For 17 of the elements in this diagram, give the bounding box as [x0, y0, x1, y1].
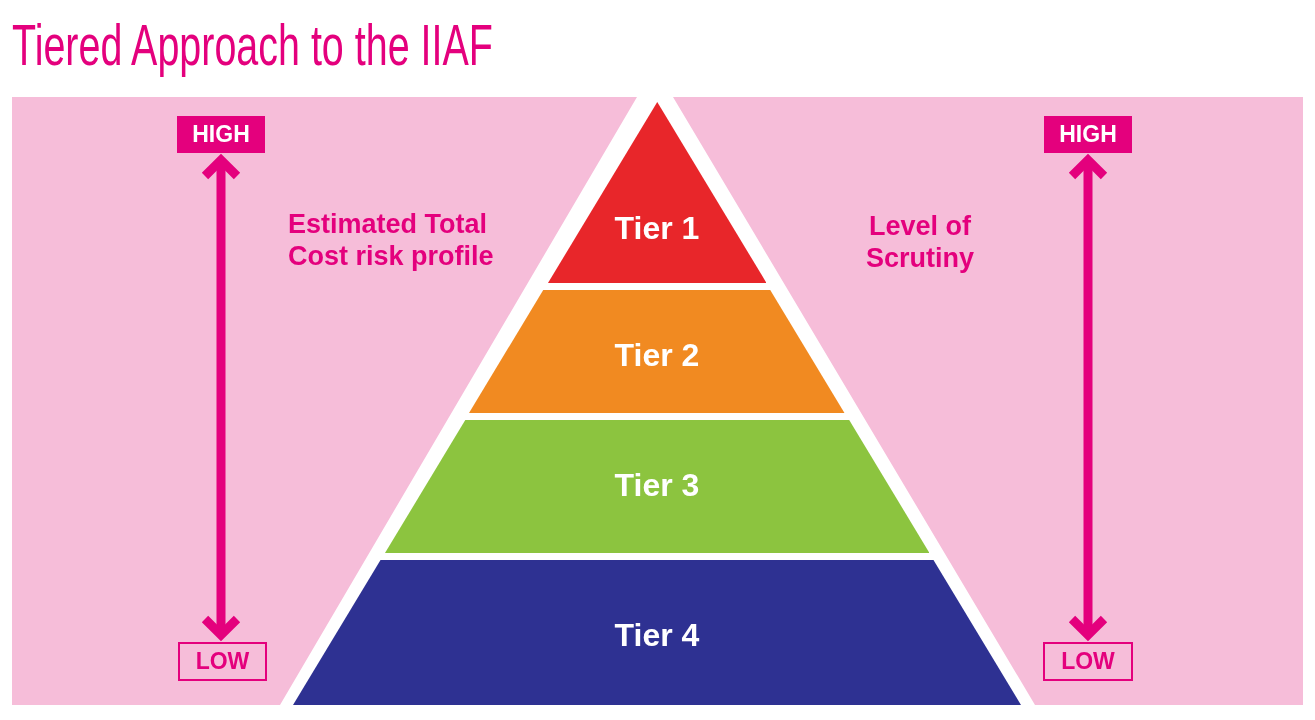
tier-label: Tier 4: [614, 617, 700, 653]
tier-label: Tier 2: [614, 337, 700, 373]
tier-band: [384, 420, 930, 553]
diagram-title: Tiered Approach to the IIAF: [12, 12, 493, 78]
tier-band: [469, 290, 845, 413]
double-arrow: [200, 155, 242, 640]
double-arrow: [1067, 155, 1109, 640]
tier-label: Tier 3: [614, 467, 700, 503]
axis-caption: Estimated Total Cost risk profile: [288, 208, 495, 272]
tier-band: [293, 560, 1021, 705]
scale-top-tag: HIGH: [177, 116, 265, 153]
scale-bottom-tag: LOW: [178, 642, 267, 681]
tier-label: Tier 1: [614, 210, 700, 246]
scale-bottom-tag: LOW: [1043, 642, 1133, 681]
axis-caption: Level of Scrutiny: [865, 210, 975, 274]
tier-triangle: [547, 102, 767, 283]
scale-top-tag: HIGH: [1044, 116, 1132, 153]
